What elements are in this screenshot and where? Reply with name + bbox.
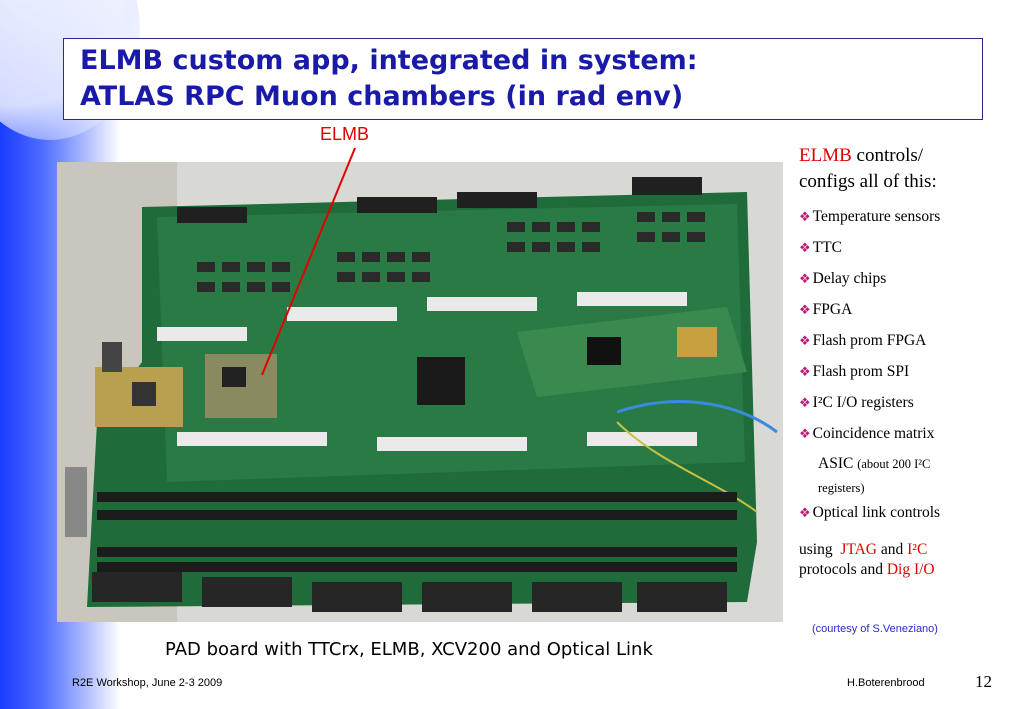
- intro-elmb: ELMB: [799, 145, 852, 166]
- asic-line: ASIC (about 200 I²C: [818, 455, 931, 472]
- list-item: ❖TTC: [799, 239, 842, 256]
- panel-intro: ELMB controls/ configs all of this:: [799, 143, 1014, 195]
- bullet-list-last: ❖Optical link controls: [799, 497, 1014, 528]
- elmb-callout-label: ELMB: [320, 124, 370, 144]
- jtag-text: JTAG: [840, 541, 877, 558]
- asic-note: (about 200 I²C: [857, 457, 931, 471]
- list-item: ❖Coincidence matrix: [799, 425, 935, 442]
- list-item: ❖I²C I/O registers: [799, 394, 914, 411]
- dig-io-text: Dig I/O: [886, 561, 935, 578]
- right-panel: ELMB controls/ configs all of this: ❖Tem…: [799, 143, 1014, 580]
- i2c-text: I²C: [907, 541, 928, 558]
- list-item: ❖Temperature sensors: [799, 208, 941, 225]
- diamond-bullet-icon: ❖: [799, 209, 811, 224]
- diamond-bullet-icon: ❖: [799, 505, 811, 520]
- list-item: ❖Flash prom SPI: [799, 363, 910, 380]
- intro-rest1: controls/: [856, 145, 924, 166]
- list-item: ❖FPGA: [799, 301, 853, 318]
- slide-title-line1: ELMB custom app, integrated in system:: [80, 45, 698, 76]
- photo-caption: PAD board with TTCrx, ELMB, XCV200 and O…: [165, 639, 653, 660]
- list-item: ❖Flash prom FPGA: [799, 332, 927, 349]
- diamond-bullet-icon: ❖: [799, 240, 811, 255]
- pad-board-photo: [57, 162, 783, 622]
- list-item: ❖Delay chips: [799, 270, 887, 287]
- bullet-list: ❖Temperature sensors ❖TTC ❖Delay chips ❖…: [799, 201, 1014, 449]
- page-number: 12: [975, 672, 992, 691]
- footer-author: H.Boterenbrood: [847, 677, 925, 689]
- diamond-bullet-icon: ❖: [799, 426, 811, 441]
- asic-note2: registers): [818, 481, 865, 495]
- title-box: ELMB custom app, integrated in system: A…: [63, 38, 983, 120]
- courtesy-note: (courtesy of S.Veneziano): [812, 623, 938, 635]
- slide-title-line2: ATLAS RPC Muon chambers (in rad env): [80, 81, 684, 112]
- intro-rest2: configs all of this:: [799, 171, 937, 192]
- diamond-bullet-icon: ❖: [799, 395, 811, 410]
- diamond-bullet-icon: ❖: [799, 364, 811, 379]
- diamond-bullet-icon: ❖: [799, 333, 811, 348]
- pcb-illustration: [57, 162, 783, 622]
- diamond-bullet-icon: ❖: [799, 302, 811, 317]
- diamond-bullet-icon: ❖: [799, 271, 811, 286]
- footer-workshop: R2E Workshop, June 2-3 2009: [72, 677, 223, 689]
- list-item: ❖Optical link controls: [799, 504, 941, 521]
- protocols-text: using JTAG and I²C protocols and Dig I/O: [799, 541, 935, 578]
